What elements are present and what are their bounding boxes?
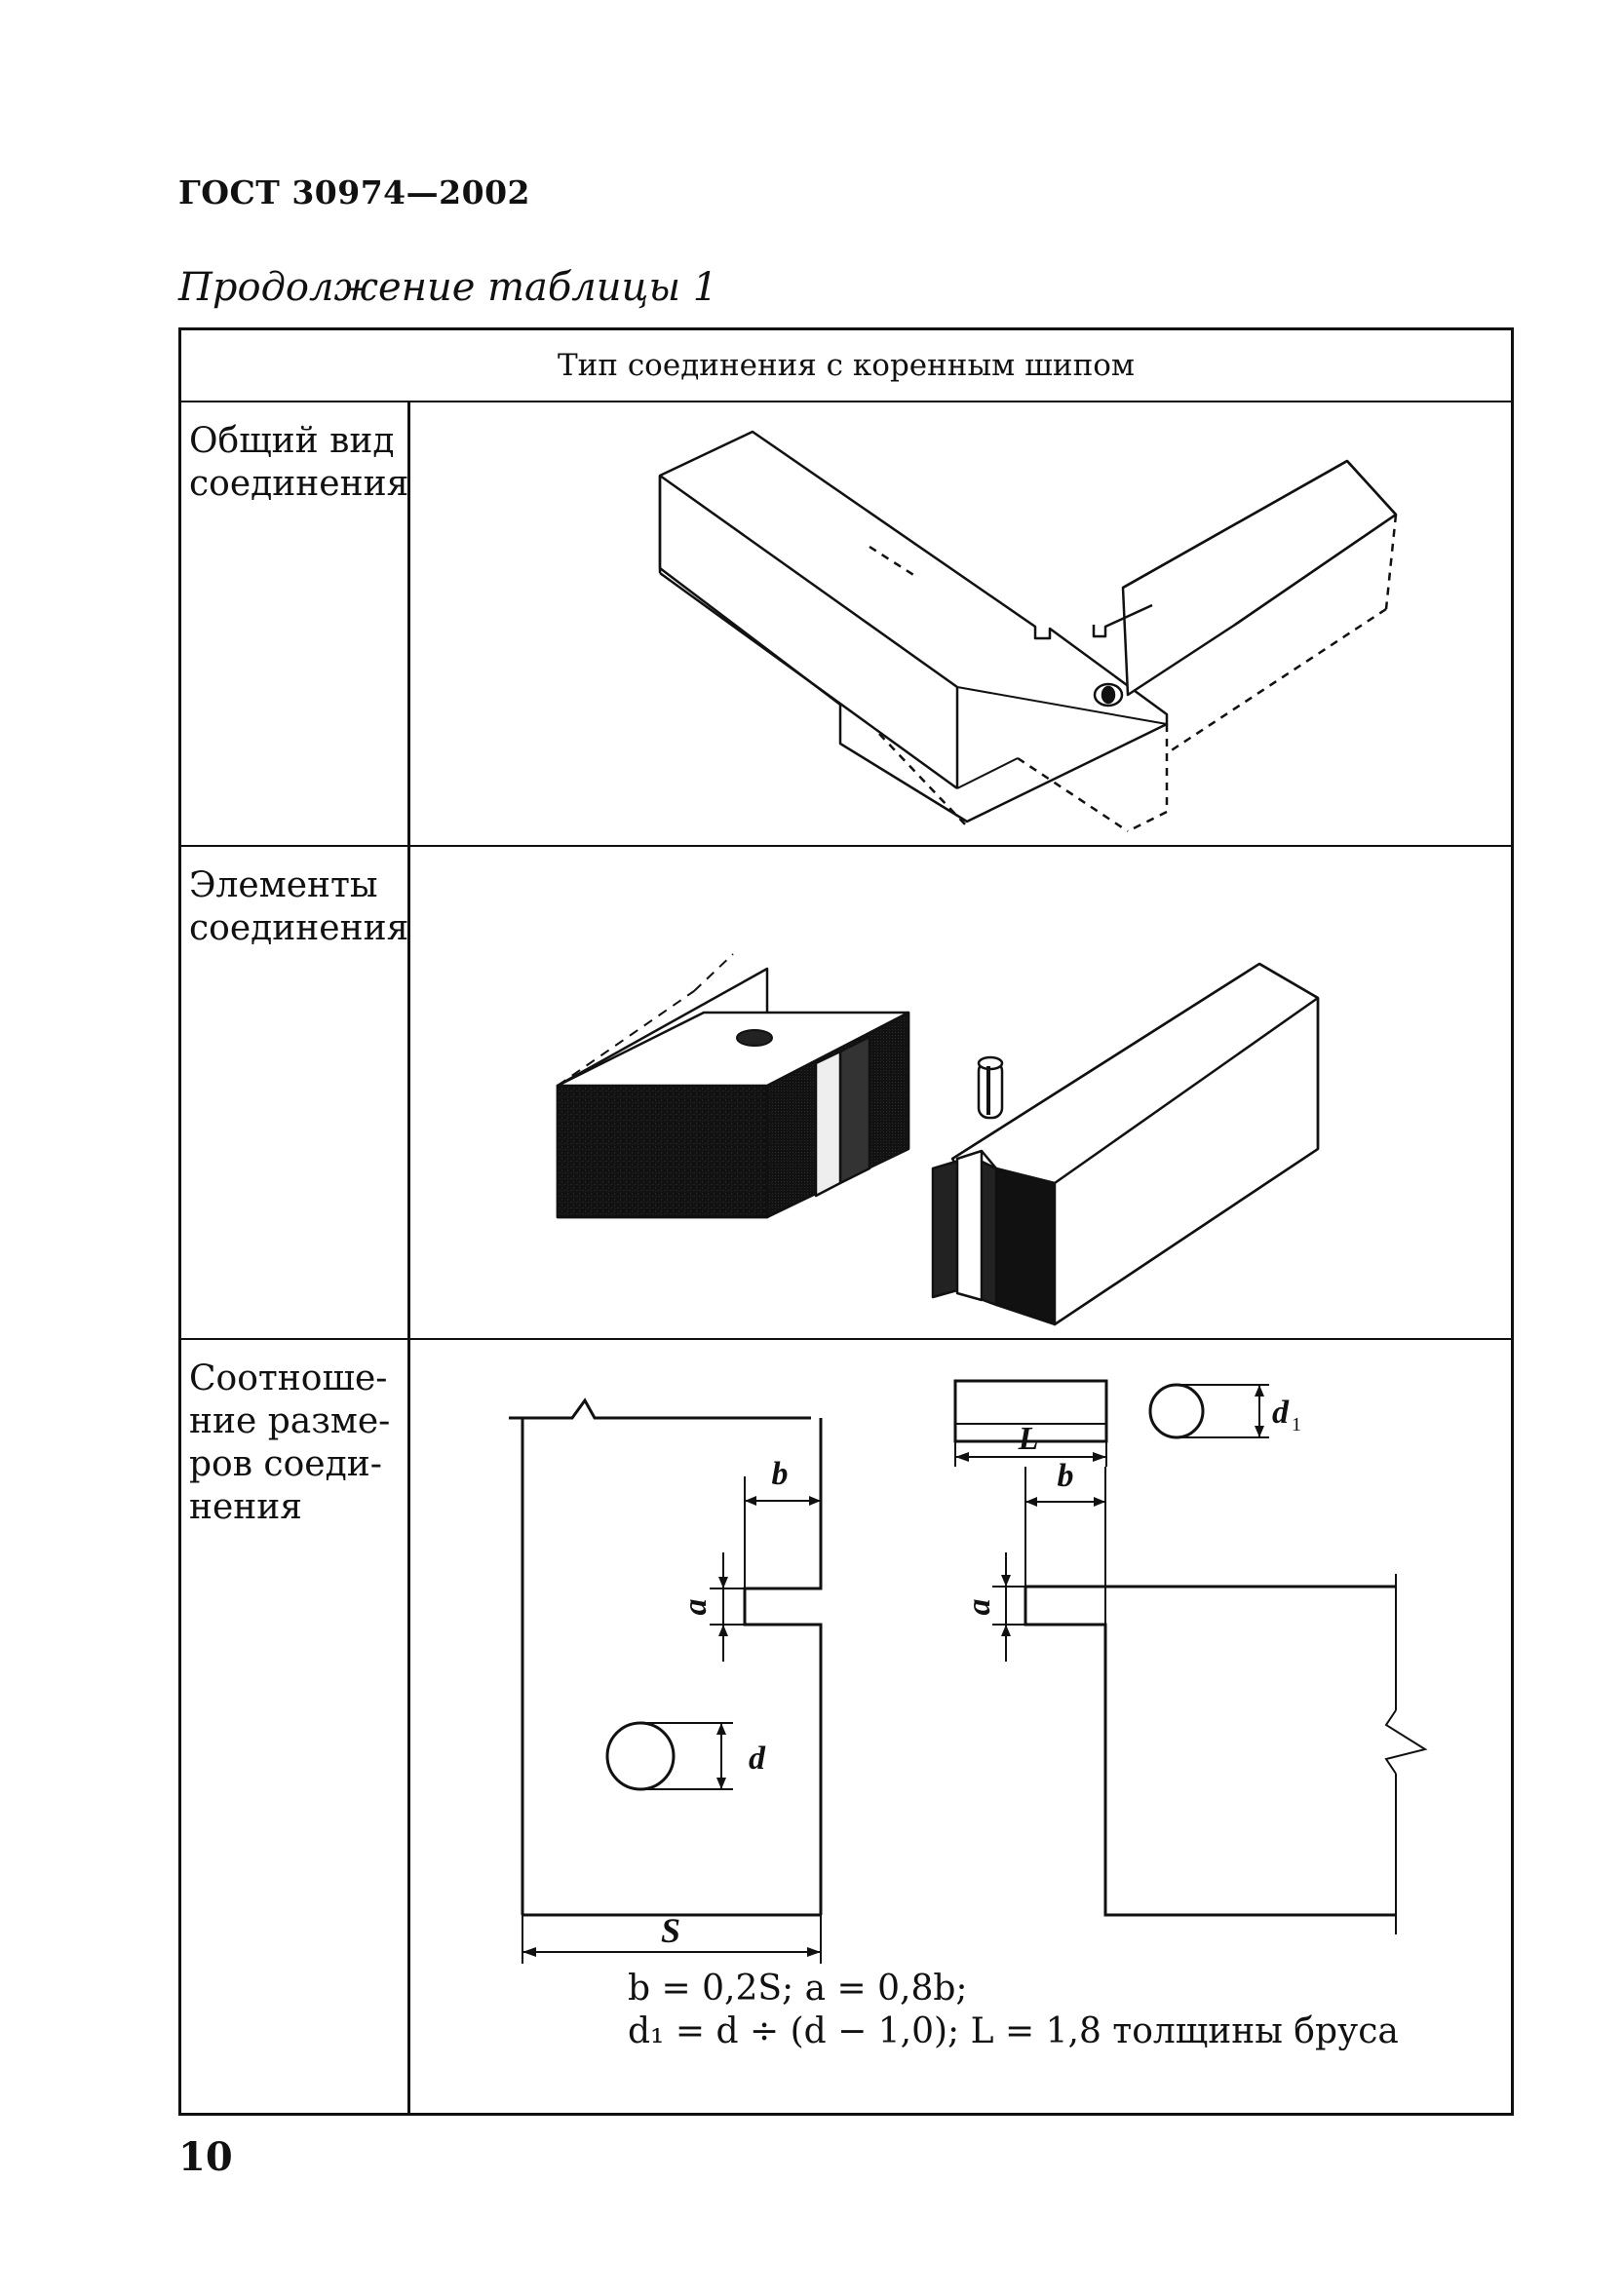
dim-label-l: L xyxy=(1018,1421,1039,1457)
dim-label-b: b xyxy=(772,1456,789,1492)
connection-table: Тип соединения с коренным шипом Общий ви… xyxy=(178,327,1514,2116)
dim-label-a: a xyxy=(677,1599,714,1616)
dim-label-d1: d xyxy=(1272,1395,1290,1431)
page-number: 10 xyxy=(178,2134,233,2180)
table-caption: Продолжение таблицы 1 xyxy=(178,265,718,310)
dim-label-b-right: b xyxy=(1058,1458,1074,1494)
dim-label-d: d xyxy=(749,1741,766,1777)
row-divider xyxy=(181,1338,1511,1340)
figure-dimension-drawing: b a d S L d 1 b a xyxy=(411,1340,1511,1964)
row-divider xyxy=(181,845,1511,847)
column-divider xyxy=(407,401,410,2113)
dim-label-s: S xyxy=(661,1911,680,1950)
row-divider xyxy=(181,401,1511,402)
figure-general-view xyxy=(411,402,1511,843)
dim-label-a-right: a xyxy=(961,1599,997,1616)
row-label-dimension-ratio: Соотноше- ние разме- ров соеди- нения xyxy=(189,1358,391,1527)
document-header: ГОСТ 30974—2002 xyxy=(178,173,530,211)
formula-line-1: b = 0,2S; a = 0,8b; xyxy=(628,1969,968,2009)
formula-line-2: d₁ = d ÷ (d − 1,0); L = 1,8 толщины брус… xyxy=(628,2011,1399,2051)
dim-label-d1-subscript: 1 xyxy=(1292,1414,1301,1435)
table-title: Тип соединения с коренным шипом xyxy=(557,348,1136,383)
row-label-general-view: Общий вид соединения xyxy=(189,421,409,504)
figure-elements xyxy=(411,847,1511,1338)
row-label-elements: Элементы соединения xyxy=(189,865,409,948)
